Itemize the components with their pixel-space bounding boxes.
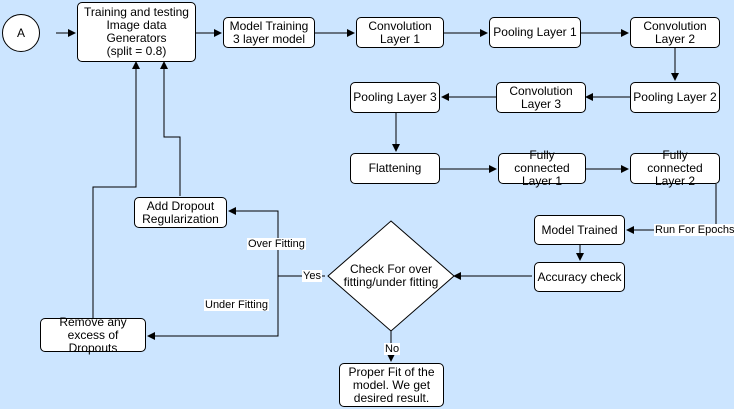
decision-label: Check For over fitting/under fitting <box>343 262 439 289</box>
edge-label-run-epochs: Run For Epochs <box>654 224 734 236</box>
conv3-box: Convolution Layer 3 <box>496 82 586 113</box>
fc2-box: Fully connected Layer 2 <box>630 149 720 188</box>
edge-label-under-fitting: Under Fitting <box>204 299 269 311</box>
edge-label-no: No <box>384 343 401 355</box>
edge-decision-to-remove-dropout <box>147 276 279 340</box>
conv1-box: Convolution Layer 1 <box>356 17 444 48</box>
fc1-box: Fully connected Layer 1 <box>498 149 586 188</box>
edge-label-over-fitting: Over Fitting <box>247 238 306 250</box>
pool2-box: Pooling Layer 2 <box>630 82 720 113</box>
edge-remove-dropout-to-generators <box>92 61 140 318</box>
add-dropout-box: Add Dropout Regularization <box>134 197 227 228</box>
accuracy-check-box: Accuracy check <box>534 262 625 292</box>
flatten-box: Flattening <box>350 153 440 184</box>
edge-add-dropout-to-generators <box>160 61 181 196</box>
model-trained-box: Model Trained <box>534 215 625 245</box>
pool3-box: Pooling Layer 3 <box>350 82 440 113</box>
pool1-box: Pooling Layer 1 <box>489 17 581 48</box>
model-training-box: Model Training 3 layer model <box>223 17 315 48</box>
edge-label-yes: Yes <box>302 270 322 282</box>
decision-diamond <box>327 220 455 332</box>
remove-dropouts-box: Remove any excess of Dropouts <box>40 315 146 354</box>
start-connector: A <box>2 14 40 52</box>
conv2-box: Convolution Layer 2 <box>630 17 720 48</box>
proper-fit-box: Proper Fit of the model. We get desired … <box>339 363 444 407</box>
data-generators-box: Training and testing Image data Generato… <box>77 2 196 62</box>
